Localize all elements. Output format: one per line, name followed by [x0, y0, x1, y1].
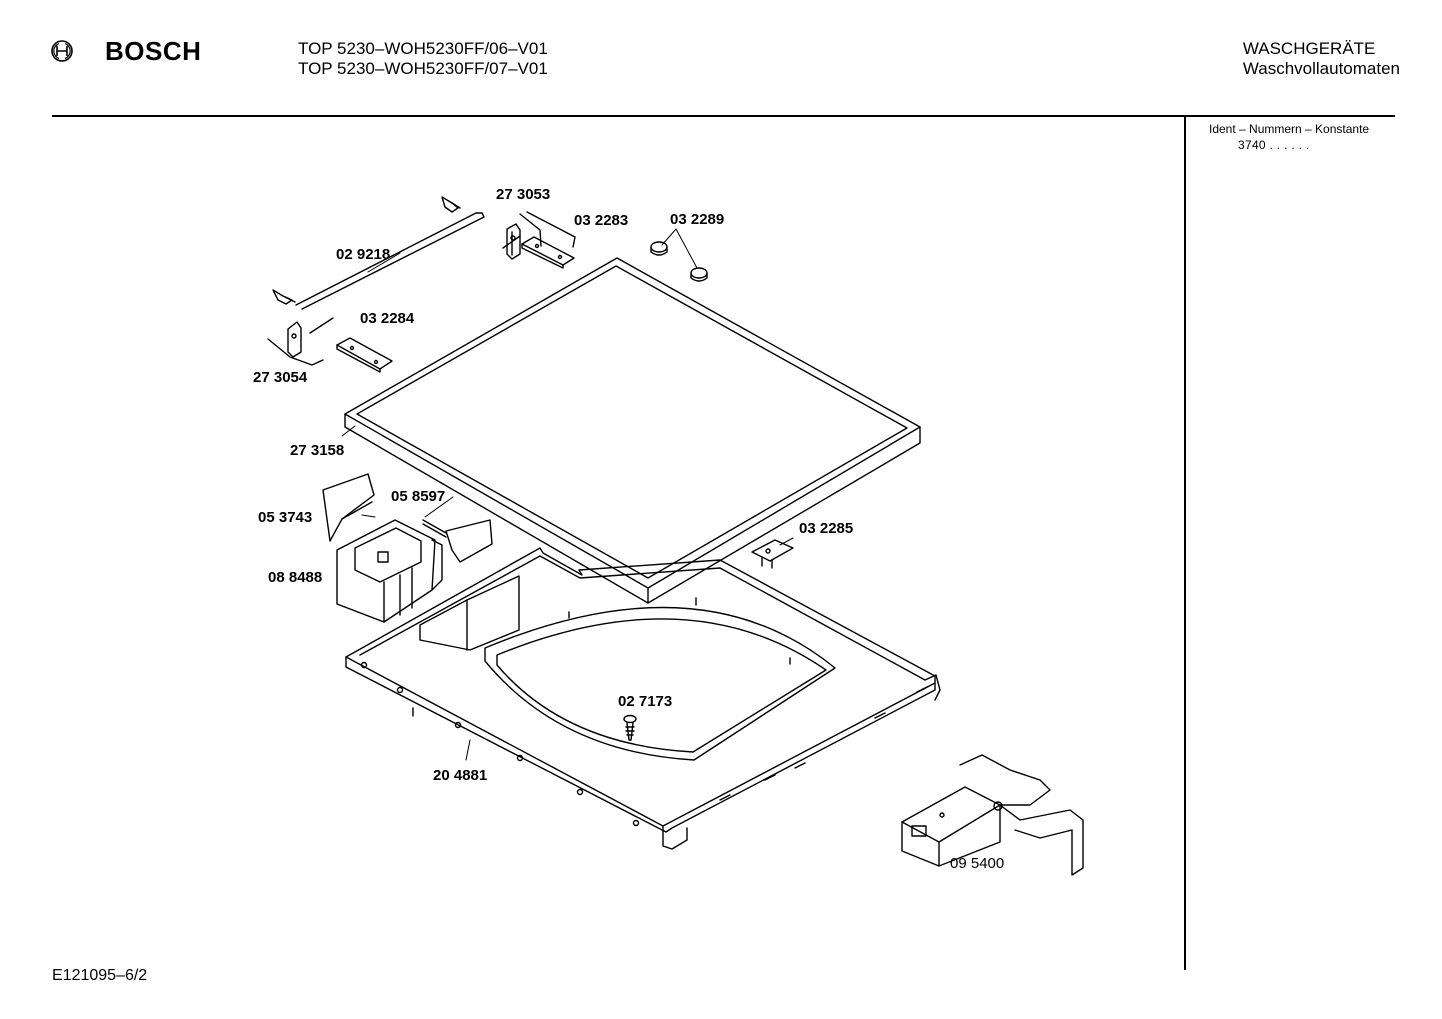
detergent-flap: [322, 473, 375, 542]
part-label: 03 2285: [799, 520, 853, 537]
detergent-drawer-housing: [336, 519, 443, 623]
rubber-foot: [650, 241, 668, 256]
pin: [422, 519, 447, 538]
screw-icon: [441, 196, 461, 213]
part-label: 05 8597: [391, 488, 445, 505]
ident-value: 3740 . . . . . .: [1238, 138, 1310, 152]
document-code: E121095–6/2: [52, 967, 148, 984]
appliance-category: WASCHGERÄTE Waschvollautomaten: [1243, 39, 1400, 79]
hinge-bracket: [502, 213, 542, 260]
sidebar-divider: [1184, 117, 1186, 970]
hinge-bracket: [267, 317, 334, 366]
hinge-plate: [521, 236, 575, 269]
part-label: 20 4881: [433, 767, 487, 784]
category-title: WASCHGERÄTE: [1242, 39, 1376, 58]
part-label: 02 9218: [336, 246, 390, 263]
part-label: 03 2283: [574, 212, 628, 229]
part-label: 03 2284: [360, 310, 415, 327]
header-divider: [52, 115, 1395, 117]
catch-clip: [751, 537, 794, 569]
top-frame: [345, 547, 941, 850]
part-label: 27 3158: [290, 442, 344, 459]
model-list: TOP 5230–WOH5230FF/06–V01 TOP 5230–WOH52…: [298, 39, 548, 79]
part-label: 02 7173: [618, 693, 672, 710]
ident-label: Ident – Nummern – Konstante: [1209, 122, 1370, 136]
brand-name: BOSCH: [105, 36, 202, 66]
screw-icon: [272, 289, 296, 305]
part-label: 27 3053: [496, 186, 550, 203]
category-subtitle: Waschvollautomaten: [1242, 59, 1400, 78]
bosch-logo-icon: [51, 40, 73, 62]
worktop-lid: [344, 257, 921, 604]
part-label: 05 3743: [258, 509, 312, 526]
model-line: TOP 5230–WOH5230FF/06–V01: [298, 39, 548, 58]
part-label: 09 5400: [950, 855, 1004, 872]
part-label: 03 2289: [670, 211, 724, 228]
part-label: 08 8488: [268, 569, 322, 586]
rubber-foot: [690, 267, 708, 282]
screw-icon: [623, 714, 637, 741]
door-lock: [901, 754, 1084, 876]
part-label: 27 3054: [253, 369, 308, 386]
hinge-rod: [295, 212, 483, 306]
hinge-plate: [336, 337, 393, 373]
model-line: TOP 5230–WOH5230FF/07–V01: [298, 59, 548, 78]
